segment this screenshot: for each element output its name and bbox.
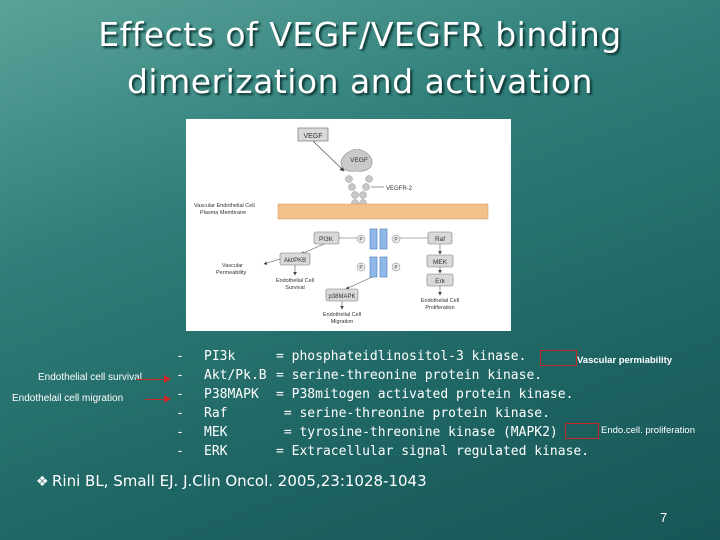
note-vascular-permeability: Vascular permiability (577, 355, 672, 366)
vascular-label-2: Permeability (216, 270, 247, 276)
definition: = serine-threonine protein kinase. (276, 406, 550, 421)
p38mapk-label: p38MAPK (328, 294, 355, 300)
vegf-label-mid: VEGF (350, 157, 368, 164)
vegf-signaling-diagram: VEGF VEGF VEGFR-2 Vascular Endothelial C… (186, 119, 511, 331)
list-dash: - (176, 366, 204, 385)
definition: = serine-threonine protein kinase. (276, 368, 542, 383)
definition: = tyrosine-threonine kinase (MAPK2) (276, 425, 558, 440)
citation: ❖Rini BL, Small EJ. J.Clin Oncol. 2005,2… (36, 472, 427, 490)
vegfr2-label: VEGFR-2 (386, 186, 413, 192)
pi3k-label: PI3K (319, 236, 334, 243)
definition-row: -MEK = tyrosine-threonine kinase (MAPK2) (176, 423, 596, 442)
list-dash: - (176, 442, 204, 461)
plasma-membrane (278, 204, 488, 219)
proliferation-label-2: Proliferation (425, 305, 454, 311)
abbreviation: Raf (204, 404, 276, 423)
definition-row: -ERK= Extracellular signal regulated kin… (176, 442, 596, 461)
list-dash: - (176, 404, 204, 423)
abbreviation-list: -PI3k= phosphateidlinositol-3 kinase. -A… (176, 347, 596, 461)
citation-text: Rini BL, Small EJ. J.Clin Oncol. 2005,23… (52, 472, 427, 490)
definition-row: -PI3k= phosphateidlinositol-3 kinase. (176, 347, 596, 366)
definition-row: -Akt/Pk.B= serine-threonine protein kina… (176, 366, 596, 385)
side-label-survival: Endothelial cell survival (38, 372, 142, 383)
slide-title-line-2: dimerization and activation (0, 62, 720, 102)
erk-label: Erk (435, 278, 446, 285)
membrane-label-2: Plasma Membrane (200, 210, 246, 216)
definition-row: -Raf = serine-threonine protein kinase. (176, 404, 596, 423)
definition: = P38mitogen activated protein kinase. (276, 387, 573, 402)
abbreviation: Akt/Pk.B (204, 366, 276, 385)
definition: = phosphateidlinositol-3 kinase. (276, 349, 526, 364)
side-label-migration: Endothelail cell migration (12, 393, 123, 404)
list-dash: - (176, 385, 204, 404)
vegf-label-top: VEGF (303, 133, 322, 140)
slide-title-line-1: Effects of VEGF/VEGFR binding (0, 15, 720, 55)
survival-label-1: Endothelial Cell (276, 278, 314, 284)
mek-label: MEK (433, 259, 448, 266)
akt-pkb-label: Akt/PKB (284, 258, 306, 264)
vascular-label-1: Vascular (222, 263, 243, 269)
abbreviation: P38MAPK (204, 385, 276, 404)
raf-label: Raf (435, 236, 445, 243)
survival-arrow (136, 379, 170, 380)
migration-arrow (145, 399, 170, 400)
membrane-label-1: Vascular Endothelial Cell (194, 203, 255, 209)
list-dash: - (176, 423, 204, 442)
diamond-bullet-icon: ❖ (36, 474, 52, 490)
diagram-svg: VEGF VEGF VEGFR-2 Vascular Endothelial C… (186, 119, 511, 331)
abbreviation: PI3k (204, 347, 276, 366)
kinase-domains (370, 229, 387, 277)
note-endo-proliferation: Endo.cell. proliferation (601, 425, 695, 436)
definition-row: -P38MAPK= P38mitogen activated protein k… (176, 385, 596, 404)
migration-label-1: Endothelial Cell (323, 312, 361, 318)
pi3k-highlight-box (540, 350, 577, 366)
definition: = Extracellular signal regulated kinase. (276, 444, 589, 459)
abbreviation: ERK (204, 442, 276, 461)
survival-label-2: Survival (285, 285, 305, 291)
page-number: 7 (660, 510, 667, 525)
mek-highlight-box (565, 423, 599, 439)
list-dash: - (176, 347, 204, 366)
proliferation-label-1: Endothelial Cell (421, 298, 459, 304)
migration-label-2: Migration (331, 319, 354, 325)
abbreviation: MEK (204, 423, 276, 442)
